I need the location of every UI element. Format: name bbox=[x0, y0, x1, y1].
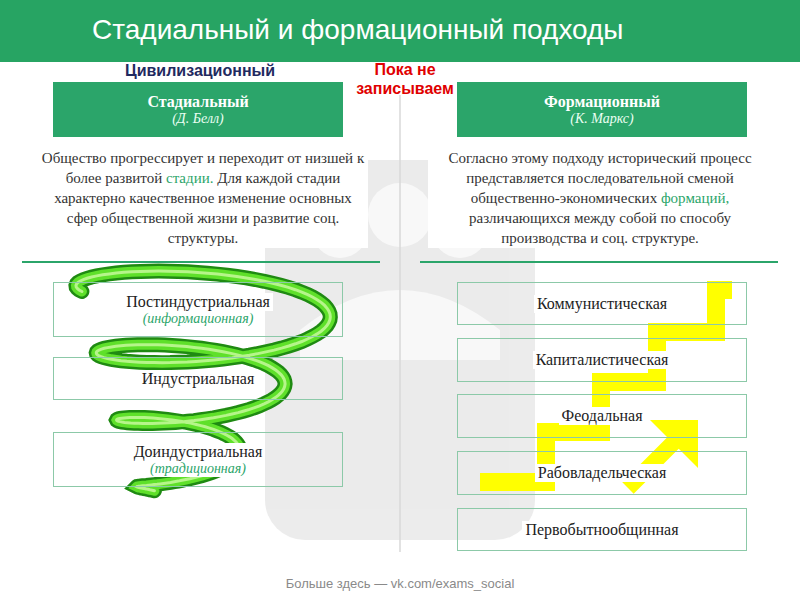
stage-box: Рабовладельческая bbox=[457, 451, 747, 495]
staircase-arrow bbox=[480, 290, 732, 488]
handwritten-note: Цивилизационный bbox=[90, 62, 310, 80]
box-title: Коммунистическая bbox=[534, 295, 670, 313]
box-title: Постиндустриальная bbox=[123, 293, 273, 311]
box-title: Формационный bbox=[544, 93, 660, 111]
box-subtitle: (информационная) bbox=[140, 311, 257, 327]
title-text: Стадиальный и формационный подходы bbox=[92, 14, 624, 46]
separator-line bbox=[420, 261, 778, 263]
spiral-stroke bbox=[76, 271, 330, 491]
separator-line bbox=[22, 261, 380, 263]
highlighted-term: стадии. bbox=[166, 170, 214, 186]
box-title: Рабовладельческая bbox=[535, 464, 670, 482]
stage-box: Первобытнообщинная bbox=[457, 508, 747, 551]
box-title: Стадиальный bbox=[147, 93, 248, 111]
box-title: Доиндустриальная bbox=[131, 443, 266, 461]
handwritten-note: Пока не записываем bbox=[350, 60, 460, 98]
box-subtitle: (традиционная) bbox=[147, 461, 249, 477]
stage-box: Доиндустриальная(традиционная) bbox=[53, 432, 343, 487]
approach-header: Формационный(К. Маркс) bbox=[457, 82, 747, 137]
title-band: Стадиальный и формационный подходы bbox=[0, 0, 800, 62]
stage-box: Феодальная bbox=[457, 394, 747, 438]
box-title: Первобытнообщинная bbox=[522, 521, 681, 539]
box-subtitle: (К. Маркс) bbox=[570, 111, 633, 127]
description-text: Согласно этому подходу исторический проц… bbox=[428, 148, 772, 248]
box-subtitle: (Д. Белл) bbox=[172, 111, 224, 127]
footer-source: Больше здесь — vk.com/exams_social bbox=[200, 576, 600, 591]
stage-box: Постиндустриальная(информационная) bbox=[53, 282, 343, 337]
box-title: Феодальная bbox=[559, 407, 646, 425]
description-part: различающихся между собой по способу про… bbox=[469, 210, 731, 246]
box-title: Индустриальная bbox=[139, 370, 258, 388]
stage-box: Коммунистическая bbox=[457, 282, 747, 325]
description-text: Общество прогрессирует и переходит от ни… bbox=[38, 148, 368, 248]
highlighted-term: формаций, bbox=[661, 190, 729, 206]
box-title: Капиталистическая bbox=[533, 351, 672, 369]
spiral-stroke bbox=[76, 271, 330, 491]
spiral-stroke bbox=[76, 271, 330, 491]
stage-box: Индустриальная bbox=[53, 357, 343, 400]
stage-box: Капиталистическая bbox=[457, 338, 747, 382]
approach-header: Стадиальный(Д. Белл) bbox=[53, 82, 343, 137]
divider-line bbox=[399, 95, 401, 552]
spiral-ribbon bbox=[76, 271, 330, 491]
